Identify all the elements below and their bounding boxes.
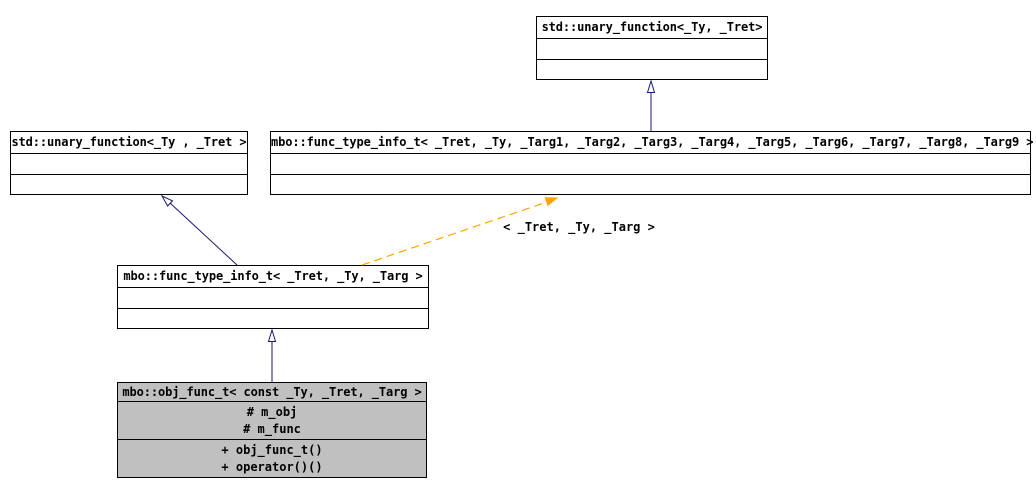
methods-compartment: + obj_func_t() + operator()()	[118, 439, 426, 477]
template-edge-label: < _Tret, _Ty, _Targ >	[503, 220, 655, 234]
class-node-func-type-info-wide[interactable]: mbo::func_type_info_t< _Tret, _Ty, _Targ…	[270, 131, 1033, 195]
attributes-compartment	[271, 154, 1030, 174]
class-node-func-type-info[interactable]: mbo::func_type_info_t< _Tret, _Ty, _Targ…	[117, 265, 429, 329]
method-operator-call: + operator()()	[221, 460, 323, 474]
class-title: mbo::func_type_info_t< _Tret, _Ty, _Targ…	[118, 266, 428, 288]
methods-compartment	[271, 174, 1030, 194]
class-title: std::unary_function<_Ty , _Tret >	[11, 132, 247, 154]
attribute-m-func: # m_func	[243, 422, 301, 436]
attributes-compartment	[537, 39, 767, 59]
class-title: std::unary_function<_Ty, _Tret>	[537, 17, 767, 39]
method-obj-func-t: + obj_func_t()	[221, 443, 323, 457]
class-title: mbo::obj_func_t< const _Ty, _Tret, _Targ…	[118, 383, 426, 402]
attributes-compartment	[11, 154, 247, 174]
methods-compartment	[11, 174, 247, 194]
inheritance-edge-objfunc-to-middle	[267, 328, 277, 382]
attributes-compartment	[118, 288, 428, 308]
class-node-std-unary-function-top[interactable]: std::unary_function<_Ty, _Tret>	[536, 16, 768, 80]
class-title: mbo::func_type_info_t< _Tret, _Ty, _Targ…	[271, 132, 1033, 154]
attribute-m-obj: # m_obj	[246, 405, 298, 419]
class-node-obj-func: mbo::obj_func_t< const _Ty, _Tret, _Targ…	[117, 382, 427, 478]
inheritance-edge-wide-to-top	[646, 79, 656, 131]
inheritance-edge-middle-to-left	[160, 194, 238, 266]
class-node-std-unary-function-left[interactable]: std::unary_function<_Ty , _Tret >	[10, 131, 248, 195]
methods-compartment	[118, 308, 428, 328]
methods-compartment	[537, 59, 767, 79]
attributes-compartment: # m_obj # m_func	[118, 402, 426, 439]
